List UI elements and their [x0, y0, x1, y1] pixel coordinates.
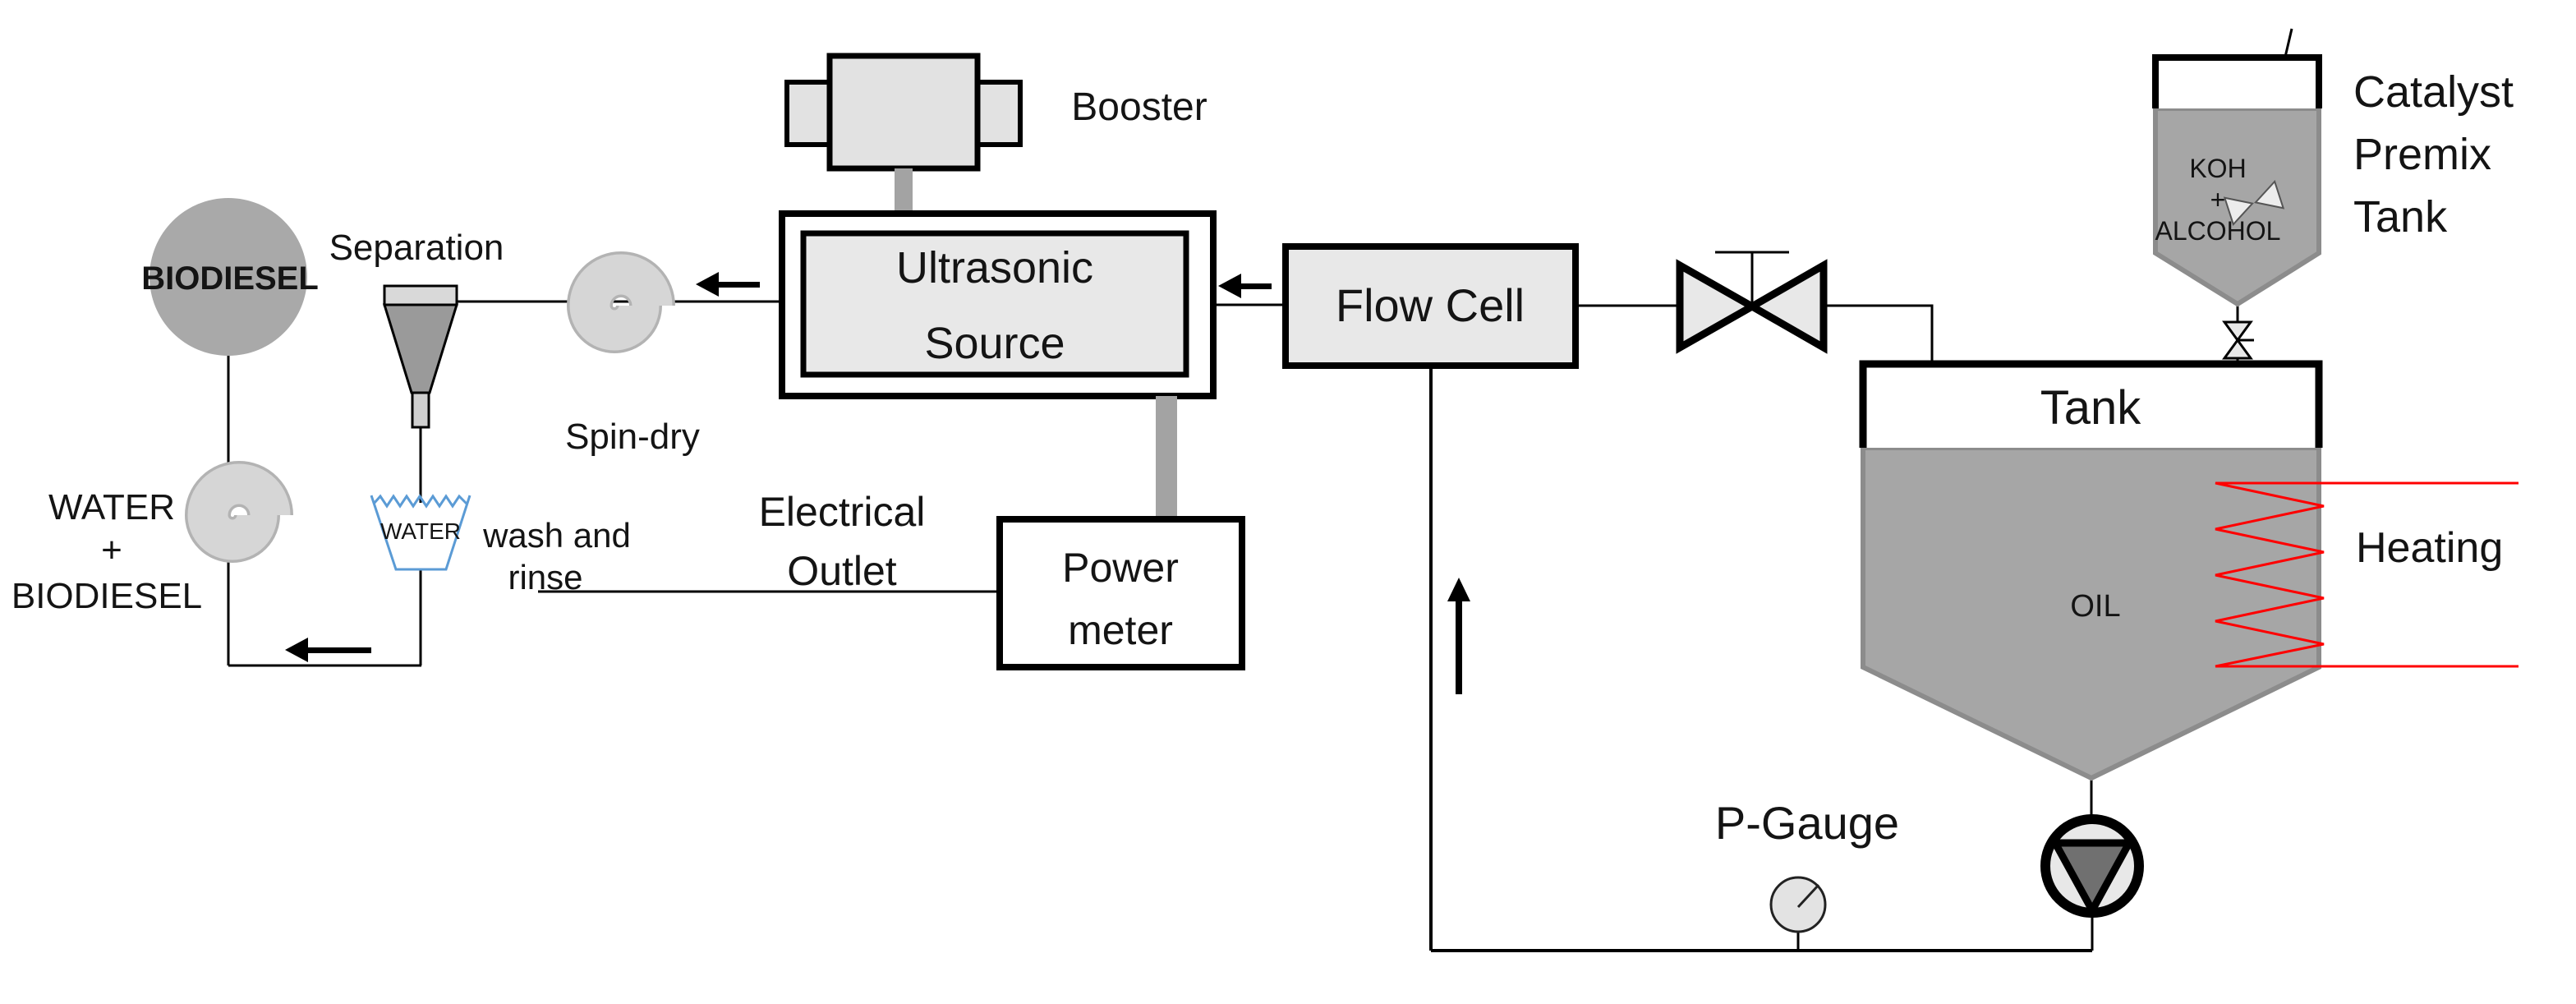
tank-lid-fill: [1863, 364, 2319, 448]
heating-coil: [2215, 481, 2518, 668]
power-meter-box: [996, 516, 1245, 670]
premix-lid-fill: [2155, 58, 2319, 108]
propeller-blade-left: [2223, 196, 2255, 226]
label-wash-1: wash and: [482, 516, 631, 555]
feed-valve-top: [2222, 320, 2253, 343]
funnel-body: [382, 303, 459, 394]
arrow-into-ultrasonic: [1218, 274, 1272, 298]
label-premix-koh: KOH: [2189, 154, 2246, 183]
label-oil: OIL: [2070, 589, 2120, 624]
label-electrical-2: Outlet: [787, 548, 897, 594]
booster-stub: [895, 168, 913, 215]
pipe-valve-to-tank: [1824, 304, 1934, 367]
flow-cell-box: [1282, 243, 1579, 369]
booster-side-left: [784, 80, 832, 147]
label-separation: Separation: [329, 228, 504, 268]
label-ultrasonic-1: Ultrasonic: [896, 243, 1093, 292]
label-catalyst-1: Catalyst: [2353, 67, 2514, 117]
tank-lid-border: [1859, 360, 2323, 448]
label-electrical-1: Electrical: [759, 489, 926, 535]
premix-feed-valve: [2222, 320, 2254, 360]
label-tank: Tank: [2040, 381, 2142, 435]
main-tank: [1859, 360, 2518, 781]
label-premix-plus: +: [2210, 185, 2226, 214]
valve-right-triangle: [1744, 259, 1828, 354]
spiral-spin-dry: [566, 251, 675, 353]
ultrasonic-source: [779, 210, 1217, 523]
gauge-needle: [1796, 883, 1820, 909]
catalyst-premix-tank: [2152, 54, 2322, 360]
biodiesel-product-circle: [150, 198, 307, 356]
stirrer-propeller: [2223, 180, 2285, 226]
spiral-face: [187, 463, 291, 560]
ultrasonic-bottom-stub: [1156, 396, 1177, 523]
flow-arrows: [285, 272, 1470, 694]
booster-side-right: [975, 80, 1023, 147]
label-power-meter-1: Power: [1062, 545, 1179, 591]
pressure-gauge: [1769, 876, 1827, 933]
label-ultrasonic-2: Source: [924, 319, 1065, 368]
funnel-stem: [411, 391, 430, 429]
label-heating: Heating: [2356, 524, 2503, 572]
arrow-up-riser: [1447, 578, 1470, 694]
label-premix-alcohol: ALCOHOL: [2155, 216, 2281, 246]
booster-body: [826, 53, 981, 172]
separation-funnel: [382, 284, 459, 429]
label-catalyst-3: Tank: [2353, 192, 2448, 242]
spiral-water-biodiesel: [184, 461, 293, 563]
propeller-blade-right: [2253, 180, 2285, 210]
label-water-mix-1: WATER: [48, 487, 175, 527]
label-catalyst-2: Premix: [2353, 130, 2491, 179]
piping-lines: [227, 28, 2293, 952]
pump-triangle: [2049, 839, 2136, 919]
arrow-into-spindry: [696, 272, 760, 297]
label-water-mix-2: +: [101, 530, 122, 570]
label-flow-cell: Flow Cell: [1336, 279, 1525, 331]
wash-beaker: [370, 494, 472, 571]
label-biodiesel-product: BIODIESEL: [141, 260, 319, 297]
main-valve: [1676, 259, 1828, 354]
valve-left-triangle: [1676, 259, 1760, 354]
label-wash-2: rinse: [508, 558, 582, 596]
label-beaker-water: WATER: [380, 518, 461, 544]
booster: [784, 53, 1023, 215]
beaker-outline: [370, 495, 472, 571]
funnel-cap: [383, 284, 458, 306]
spiral-face: [569, 254, 673, 351]
label-power-meter-2: meter: [1068, 607, 1173, 653]
label-spin-dry: Spin-dry: [565, 417, 700, 457]
pump: [2040, 814, 2144, 919]
ultrasonic-inner-box: [800, 230, 1189, 378]
feed-valve-bottom: [2222, 338, 2253, 360]
label-p-gauge: P-Gauge: [1715, 797, 1899, 849]
label-booster: Booster: [1071, 85, 1207, 129]
arrow-left-bottom: [285, 638, 371, 662]
premix-lid-border: [2152, 54, 2322, 108]
label-water-mix-3: BIODIESEL: [12, 576, 202, 616]
beaker-water-zigzag: [372, 494, 468, 509]
